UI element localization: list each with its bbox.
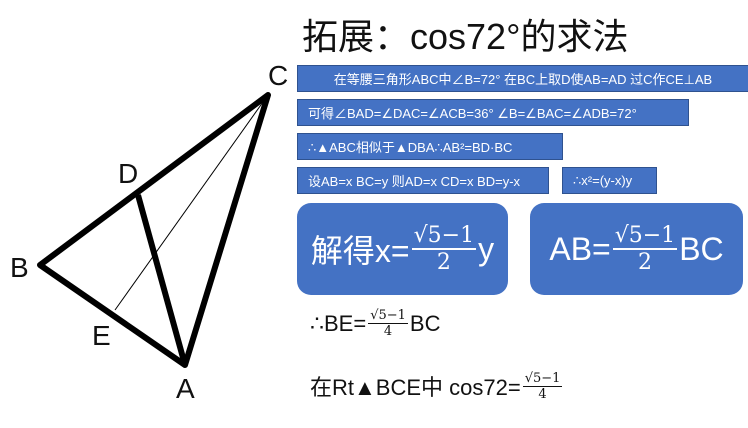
point-label-b: B [10,252,29,283]
segment-ce [114,94,269,311]
point-label-a: A [176,373,195,404]
point-label-c: C [268,60,289,91]
result-ab-suffix: BC [679,230,724,267]
be-prefix: ∴BE= [310,310,367,336]
step-3: ∴▲ABC相似于▲DBA∴AB²=BD·BC [297,133,563,160]
result-x-prefix: 解得x= [310,233,410,269]
denominator: 2 [436,250,451,275]
result-ab-prefix: AB= [549,230,611,267]
numerator: √5−1 [411,223,477,250]
cos-prefix: 在Rt▲BCE中 cos72= [310,375,521,400]
segment-ad [135,194,188,366]
step-5: ∴x²=(y-x)y [562,167,657,194]
triangle-abc [37,92,271,368]
be-suffix: BC [409,310,441,336]
numerator: √5−1 [612,223,678,250]
denominator: 4 [383,324,393,339]
step-4: 设AB=x BC=y 则AD=x CD=x BD=y-x [297,167,549,194]
result-x-suffix: y [478,230,495,267]
triangle-diagram [37,92,271,368]
point-label-e: E [92,320,111,351]
point-label-d: D [118,158,139,189]
denominator: 4 [538,386,547,402]
step-2: 可得∠BAD=∠DAC=∠ACB=36° ∠B=∠BAC=∠ADB=72° [297,99,689,126]
step-1: 在等腰三角形ABC中∠B=72° 在BC上取D使AB=AD 过C作CE⊥AB [297,65,748,92]
numerator: √5−1 [522,370,563,387]
denominator: 2 [637,250,652,275]
page-title: 拓展：cos72°的求法 [302,16,629,57]
numerator: √5−1 [368,308,408,324]
